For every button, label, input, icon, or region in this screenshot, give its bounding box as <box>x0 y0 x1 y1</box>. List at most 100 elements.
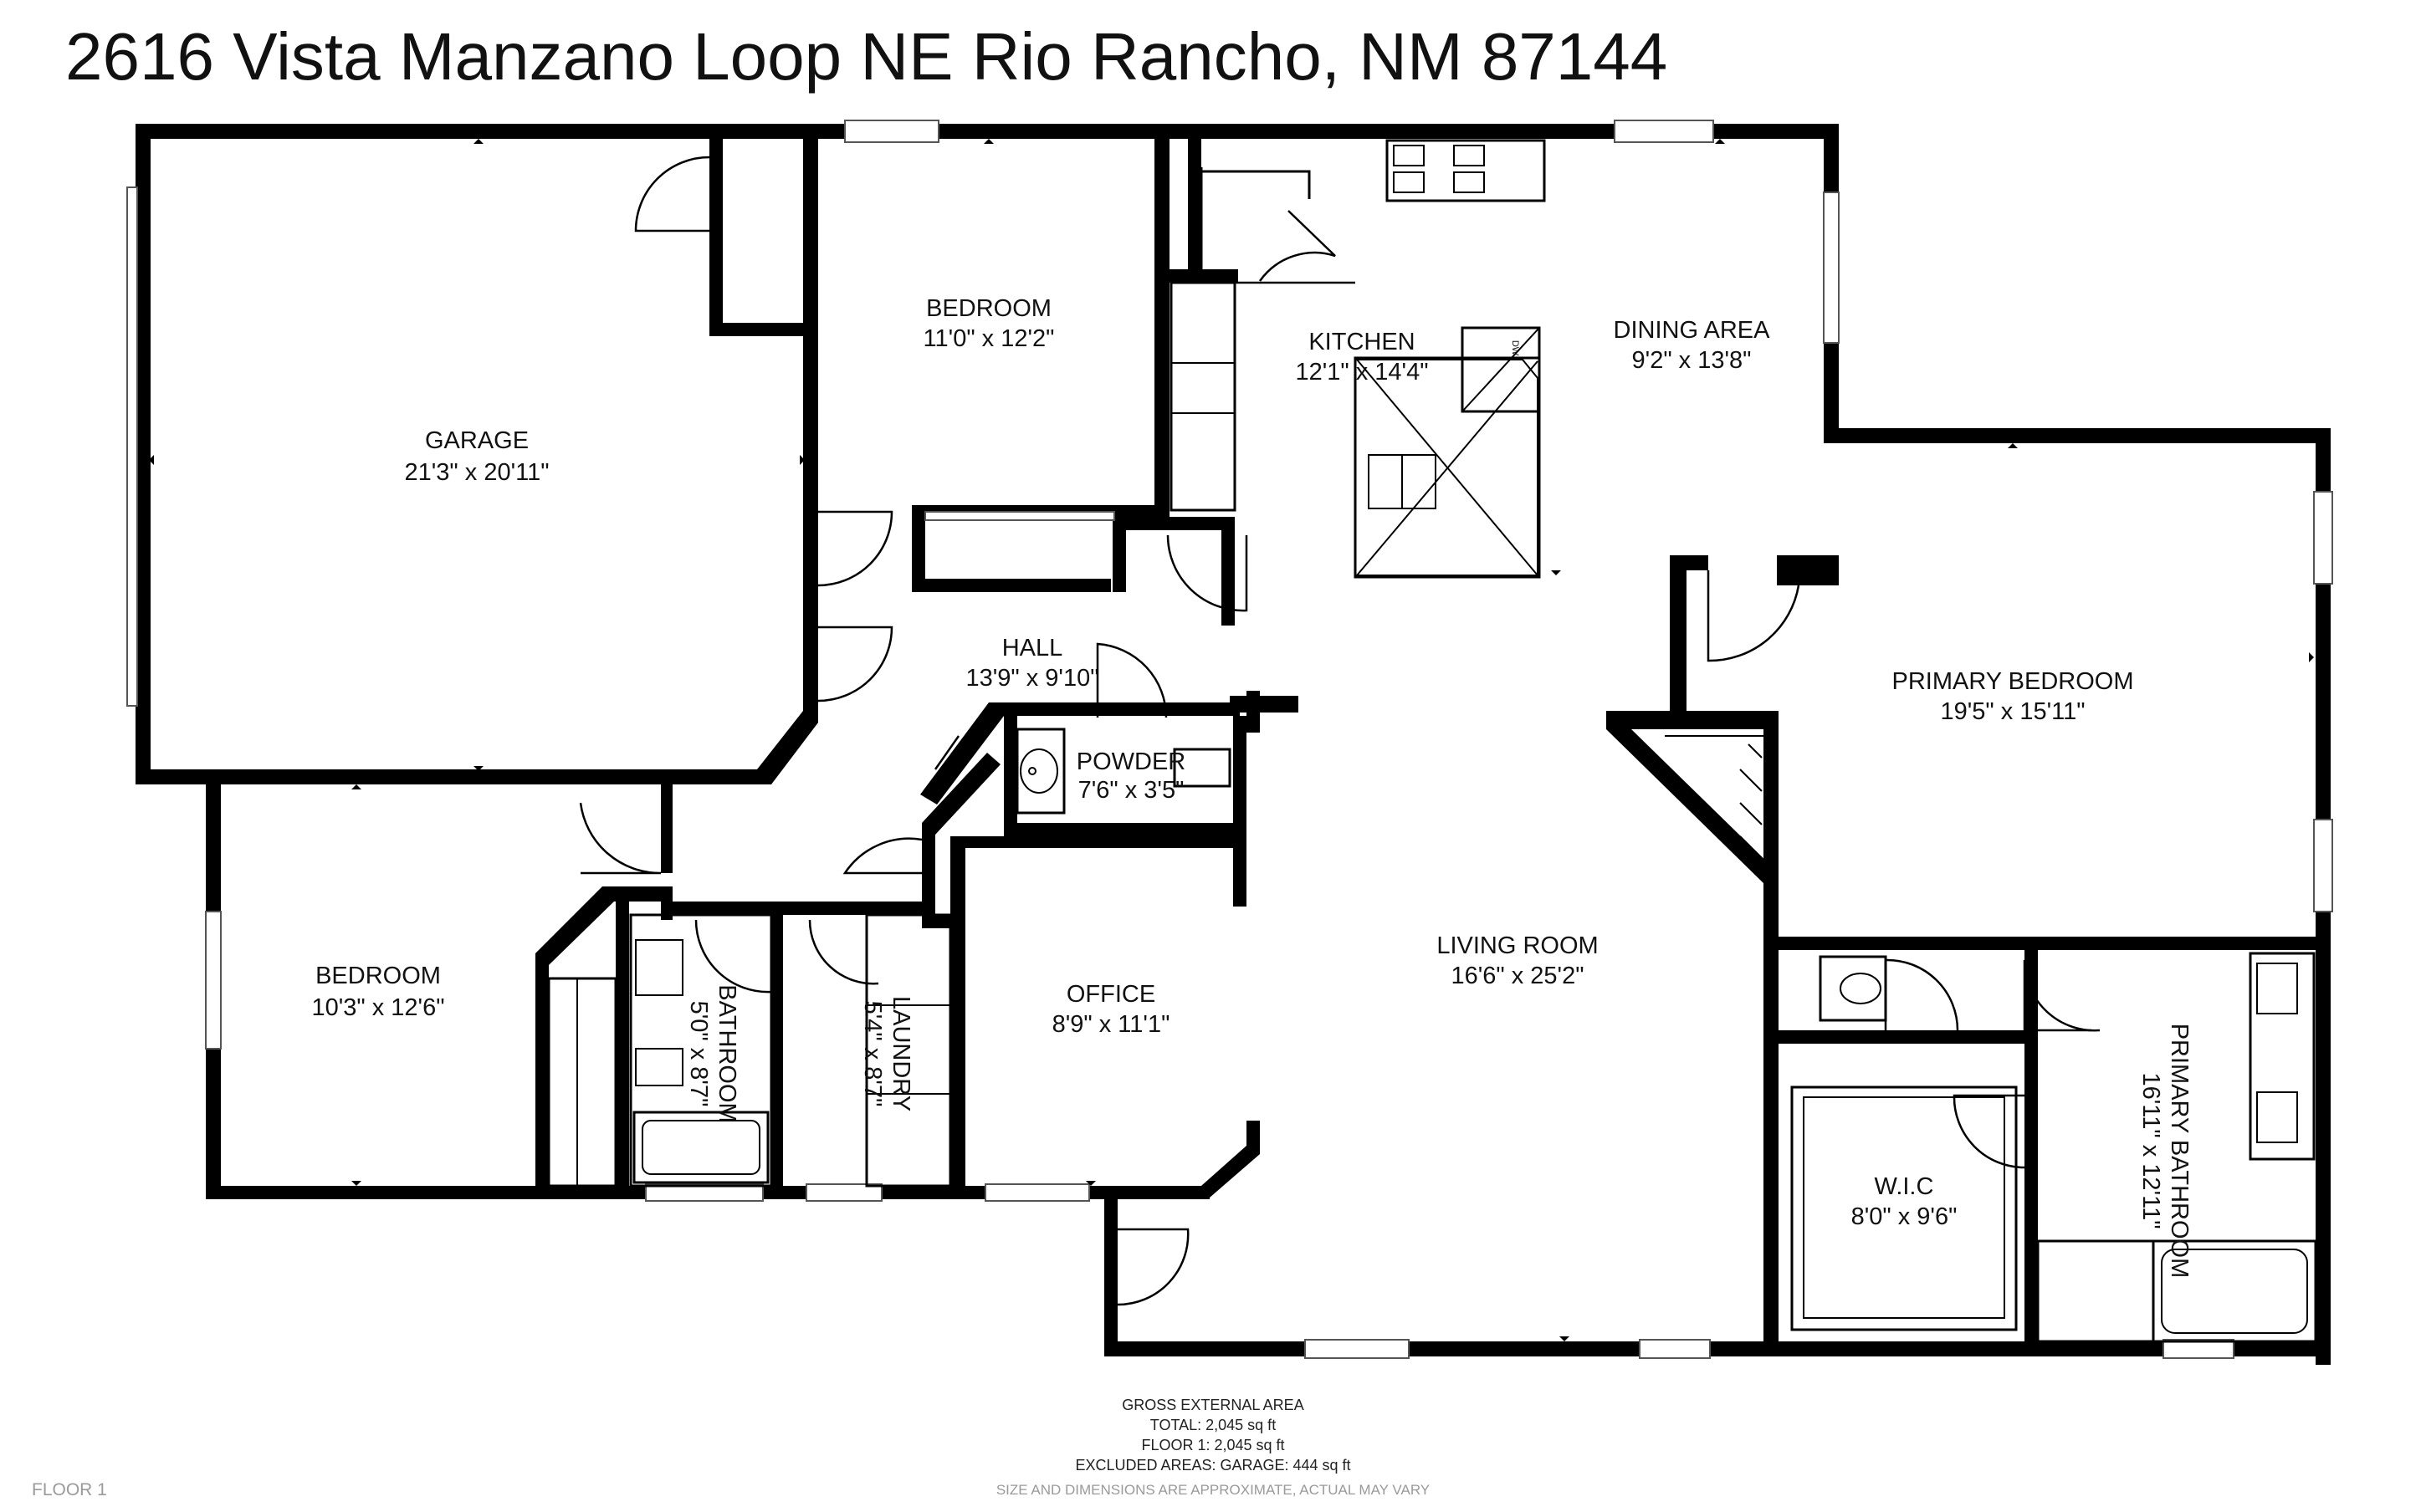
laundry-name: LAUNDRY <box>888 996 914 1111</box>
hall-dims: 13'9" x 9'10" <box>965 665 1098 692</box>
window <box>205 911 222 1050</box>
bathroom-dims: 5'0" x 8'7" <box>685 1001 712 1107</box>
living-dims: 16'6" x 25'2" <box>1451 963 1584 989</box>
window <box>1639 1339 1711 1359</box>
primary-vanity <box>2249 952 2316 1161</box>
area-excluded: EXCLUDED AREAS: GARAGE: 444 sq ft <box>1075 1457 1351 1474</box>
wall <box>1154 269 1201 283</box>
window <box>1304 1339 1410 1359</box>
bath-toilet <box>635 1048 683 1086</box>
wall <box>661 784 673 873</box>
wall <box>1606 711 1779 729</box>
kitchen-dims: 12'1" x 14'4" <box>1295 359 1428 386</box>
primary-bedroom-dims: 19'5" x 15'11" <box>1940 698 2085 725</box>
wall <box>1763 711 1779 1356</box>
walls <box>136 124 2331 1365</box>
hall-name: HALL <box>1002 635 1063 662</box>
wall <box>965 836 1246 848</box>
living-name: LIVING ROOM <box>1436 932 1598 959</box>
wall <box>803 124 1839 139</box>
wall <box>1779 937 2331 950</box>
office-dims: 8'9" x 11'1" <box>1052 1011 1170 1038</box>
windows <box>126 120 2333 1359</box>
wall <box>136 769 771 784</box>
powder-dims: 7'6" x 3'5" <box>1078 777 1185 804</box>
wall <box>912 579 1111 592</box>
bedroom-bottom-dims: 10'3" x 12'6" <box>311 994 444 1021</box>
wall <box>757 711 818 784</box>
wall <box>602 886 669 902</box>
wall <box>1154 124 1170 517</box>
wall <box>1126 517 1235 530</box>
window <box>645 1183 764 1202</box>
area-floor1: FLOOR 1: 2,045 sq ft <box>1141 1437 1285 1453</box>
wall <box>1104 1186 1118 1353</box>
wall <box>535 953 549 1196</box>
window <box>985 1183 1090 1202</box>
wall <box>1104 1341 2331 1356</box>
wall <box>989 702 1240 716</box>
wall <box>1113 505 1126 592</box>
wall <box>136 124 811 139</box>
kitchen-name: KITCHEN <box>1308 329 1415 355</box>
wall <box>136 124 151 784</box>
office-name: OFFICE <box>1067 981 1155 1008</box>
window <box>844 120 939 143</box>
wall <box>2024 937 2038 1355</box>
window <box>126 186 138 707</box>
primary-shower <box>2036 1239 2155 1343</box>
powder-sink <box>1020 748 1058 794</box>
wall <box>1004 716 1017 836</box>
wall <box>1779 1030 2038 1044</box>
garage-dims: 21'3" x 20'11" <box>404 459 549 486</box>
dishwasher <box>1461 326 1541 413</box>
bath-sink <box>635 939 683 996</box>
wall <box>1246 691 1260 733</box>
wall <box>535 886 616 965</box>
wall <box>1824 428 2331 443</box>
wall <box>661 902 922 915</box>
bath-tub <box>632 1111 770 1184</box>
wall <box>1233 716 1246 836</box>
wall <box>1246 1121 1260 1154</box>
dining-dims: 9'2" x 13'8" <box>1632 347 1752 374</box>
wic-name: W.I.C <box>1875 1173 1934 1200</box>
wall <box>1777 555 1839 585</box>
wall <box>1004 823 1246 836</box>
garage-name: GARAGE <box>425 427 529 454</box>
wall <box>616 900 629 1196</box>
wall <box>1221 517 1235 626</box>
wall <box>2024 937 2038 953</box>
window <box>924 511 1115 521</box>
bath-fixtures <box>547 728 2317 1343</box>
wic-dims: 8'0" x 9'6" <box>1851 1203 1958 1230</box>
wall <box>803 124 818 723</box>
primary-toilet <box>1819 955 1887 1022</box>
wall <box>1230 696 1298 713</box>
window <box>2313 819 2333 912</box>
bedroom-top-dims: 11'0" x 12'2" <box>924 325 1055 352</box>
bedroom-bottom-name: BEDROOM <box>315 963 441 989</box>
wall <box>1188 124 1201 283</box>
wall <box>912 505 925 592</box>
primary-bathroom-dims: 16'11" x 12'11" <box>2137 1073 2164 1229</box>
disclaimer: SIZE AND DIMENSIONS ARE APPROXIMATE, ACT… <box>996 1482 1431 1498</box>
wall <box>1606 729 1779 885</box>
room-labels: GARAGE 21'3" x 20'11" BEDROOM 11'0" x 12… <box>311 295 2193 1278</box>
area-notes: GROSS EXTERNAL AREA TOTAL: 2,045 sq ft F… <box>1004 1395 1422 1475</box>
dining-name: DINING AREA <box>1614 317 1771 344</box>
wall <box>1233 823 1246 907</box>
laundry-dims: 5'4" x 8'7" <box>859 1001 886 1107</box>
wall <box>1670 555 1708 570</box>
floor-label: FLOOR 1 <box>32 1480 107 1499</box>
wall <box>922 915 950 928</box>
doors <box>558 156 2101 1306</box>
primary-bedroom-name: PRIMARY BEDROOM <box>1892 668 2134 695</box>
window <box>806 1183 883 1202</box>
window <box>2163 1339 2234 1359</box>
wall <box>803 585 818 594</box>
area-notes-heading: GROSS EXTERNAL AREA <box>1122 1397 1304 1413</box>
powder-name: POWDER <box>1077 748 1186 775</box>
wall <box>920 702 1004 805</box>
